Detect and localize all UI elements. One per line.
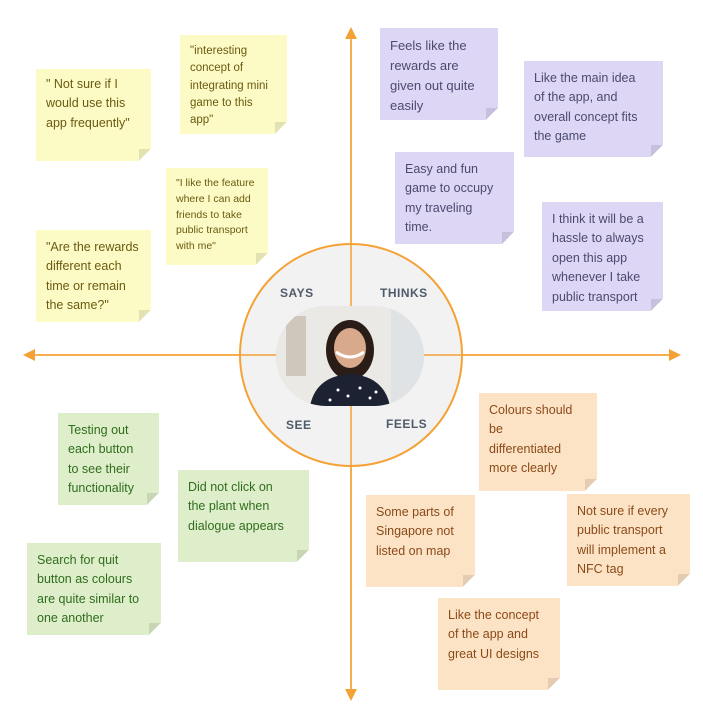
sticky-note: "Are the rewards different each time or … (36, 230, 151, 322)
sticky-note: Feels like the rewards are given out qui… (380, 28, 498, 120)
sticky-note: Like the concept of the app and great UI… (438, 598, 560, 690)
persona-photo (276, 306, 424, 406)
sticky-note: Some parts of Singapore not listed on ma… (366, 495, 475, 587)
feels-label: FEELS (386, 417, 428, 431)
sticky-note: Testing out each button to see their fun… (58, 413, 159, 505)
sticky-note: Easy and fun game to occupy my traveling… (395, 152, 514, 244)
sticky-note: Like the main idea of the app, and overa… (524, 61, 663, 157)
persona-avatar-icon (276, 306, 424, 406)
sticky-note: Colours should be differentiated more cl… (479, 393, 597, 491)
sticky-note: "interesting concept of integrating mini… (180, 35, 287, 134)
sticky-note: Not sure if every public transport will … (567, 494, 690, 586)
sticky-note: Did not click on the plant when dialogue… (178, 470, 309, 562)
thinks-label: THINKS (380, 286, 428, 300)
sticky-note: I think it will be a hassle to always op… (542, 202, 663, 311)
sticky-note: Search for quit button as colours are qu… (27, 543, 161, 635)
sticky-note: "I like the feature where I can add frie… (166, 168, 268, 265)
see-label: SEE (286, 418, 312, 432)
sticky-note: " Not sure if I would use this app frequ… (36, 69, 151, 161)
says-label: SAYS (280, 286, 314, 300)
